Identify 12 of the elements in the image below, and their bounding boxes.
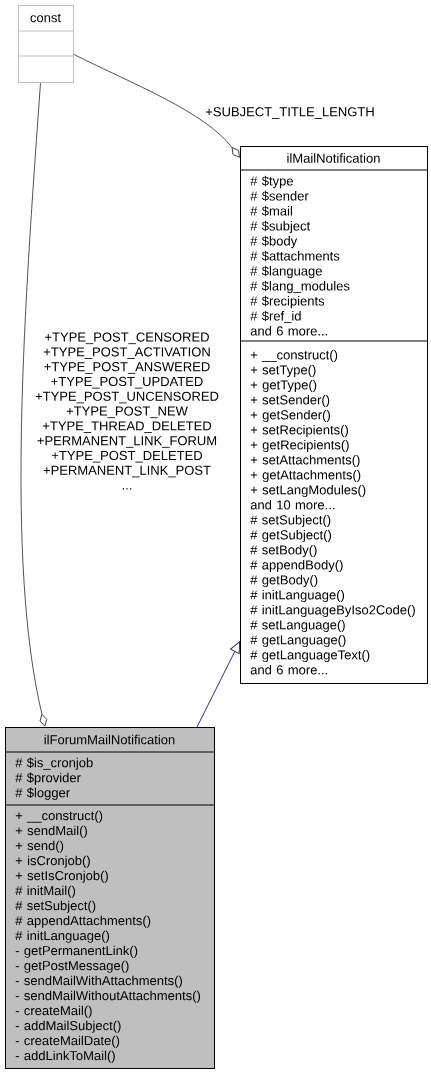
aggregation-line: [73, 54, 240, 158]
aggregation-line: [20, 82, 48, 727]
class-box: ilForumMailNotification # $is_cronjob # $provider # $logger + __construct() + sendMail() + send() + isCronjob() + setIsCronjob() # initMail() # setSubject() # appendAttachments() # initLanguage() - getPermanentLink() - getPostMessage() - sendMailWithAttachments() - sendMailWithoutAttachments() - createMail() - addMailSubject() - createMailDate() - addLinkToMail(): [4, 727, 215, 1069]
method-compartment: + __construct() + sendMail() + send() + isCronjob() + setIsCronjob() # initMail() # setSubject() # appendAttachments() # initLanguage() - getPermanentLink() - getPostMessage() - sendMailWithAttachments() - sendMailWithoutAttachments() - createMail() - addMailSubject() - createMailDate() - addLinkToMail(): [4, 804, 215, 1063]
attribute-compartment: # $type # $sender # $mail # $subject # $body # $attachments # $language # $lang_modules # $recipients # $ref_id and 6 more...: [239, 169, 428, 336]
edge-label: +SUBJECT_TITLE_LENGTH: [204, 106, 376, 120]
method-compartment: + __construct() + setType() + getType() + setSender() + getSender() + setRecipients() + getRecipients() + setAttachments() + getAttachments() + setLangModules() and 10 more... # setSubject() # getSubject() # setBody() # appendBody() # getBody() # initLanguage() # initLanguageByIso2Code() # setLanguage() # getLanguage() # getLanguageText() and 6 more...: [239, 340, 428, 675]
class-box: ilMailNotification # $type # $sender # $mail # $subject # $body # $attachments # $language # $lang_modules # $recipients # $ref_id and 6 more... + __construct() + setType() + getType() + setSender() + getSender() + setRecipients() + getRecipients() + setAttachments() + getAttachments() + setLangModules() and 10 more... # setSubject() # getSubject() # setBody() # appendBody() # getBody() # initLanguage() # initLanguageByIso2Code() # setLanguage() # getLanguage() # getLanguageText() and 6 more...: [239, 146, 428, 684]
inheritance-arrow: [196, 641, 240, 728]
edge-label: +TYPE_POST_CENSORED +TYPE_POST_ACTIVATION +TYPE_POST_ANSWERED +TYPE_POST_UPDATED +TYPE_POST_UNCENSORED +TYPE_POST_NEW +TYPE_THREAD_DELETED +PERMANENT_LINK_FORUM +TYPE_POST_DELETED +PERMANENT_LINK_POST ...: [31, 331, 223, 491]
attribute-compartment: # $is_cronjob # $provider # $logger: [4, 751, 215, 800]
class-box: const: [17, 5, 74, 83]
